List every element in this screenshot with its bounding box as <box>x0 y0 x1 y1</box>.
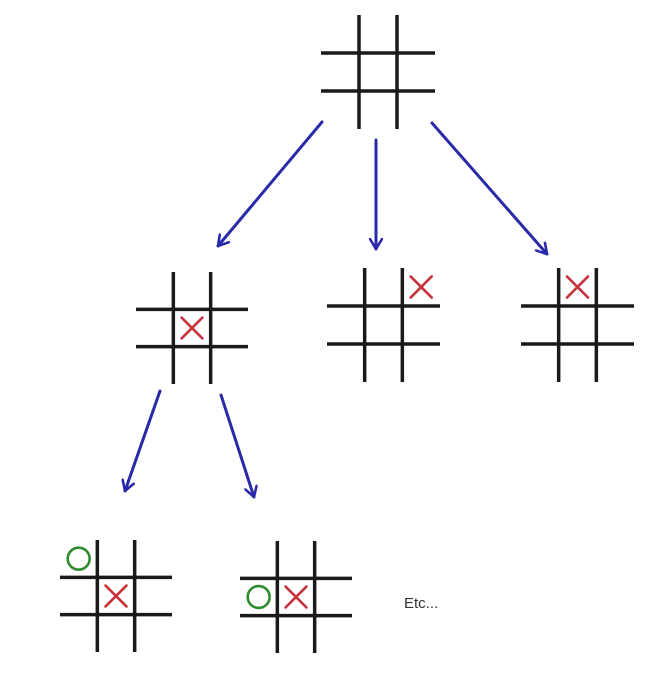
tree-edges <box>125 120 549 499</box>
edge-root-to-board-1 <box>216 120 324 248</box>
edge-board-1-to-child-2 <box>219 393 254 499</box>
board-level2-1 <box>60 540 172 652</box>
x-mark-icon <box>409 275 434 299</box>
etc-label: Etc... <box>404 595 438 612</box>
board-level1-2 <box>327 268 440 382</box>
edge-root-to-board-3 <box>430 121 549 256</box>
edge-board-1-to-child-1 <box>125 389 162 493</box>
board-level2-2 <box>240 541 352 653</box>
board-level1-1 <box>136 272 248 384</box>
o-mark-icon <box>246 584 271 610</box>
o-mark-icon <box>66 546 91 571</box>
board-level1-3 <box>521 268 634 382</box>
x-mark-icon <box>180 316 204 340</box>
x-mark-icon <box>565 275 590 299</box>
x-mark-icon <box>104 584 128 608</box>
board-root <box>321 15 435 129</box>
x-mark-icon <box>284 585 308 609</box>
